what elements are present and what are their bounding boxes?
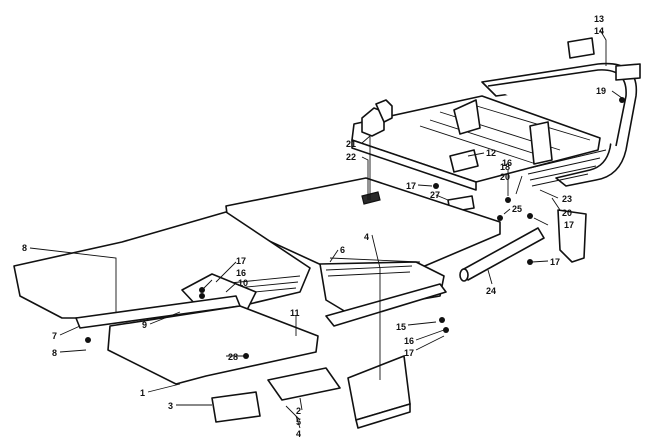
callout-17c: 17 (406, 181, 416, 191)
floor-plate-1 (107, 305, 319, 385)
callout-17e: 17 (564, 220, 574, 230)
callout-27: 27 (430, 190, 440, 200)
decal-13 (567, 37, 595, 59)
callout-19: 19 (596, 86, 606, 96)
rear-tail-panel (351, 95, 601, 191)
callout-12: 12 (486, 148, 496, 158)
callout-8b: 8 (52, 348, 57, 358)
callout-4a: 4 (364, 232, 369, 242)
callout-24: 24 (486, 286, 496, 296)
callout-17a: 17 (236, 256, 246, 266)
callout-14: 14 (594, 26, 604, 36)
callout-9: 9 (142, 320, 147, 330)
callout-25: 25 (512, 204, 522, 214)
callout-10: 10 (238, 278, 248, 288)
callout-8a: 8 (22, 243, 27, 253)
callout-13: 13 (594, 14, 604, 24)
leader-lines (29, 29, 623, 429)
callout-15: 15 (396, 322, 406, 332)
bracket-plate (347, 355, 411, 429)
callout-16c: 16 (502, 158, 512, 168)
plate-2 (267, 367, 341, 401)
callout-17b: 17 (404, 348, 414, 358)
plate-3 (211, 391, 261, 423)
callout-16b: 16 (404, 336, 414, 346)
callout-7: 7 (52, 331, 57, 341)
callout-3: 3 (168, 401, 173, 411)
callout-21: 21 (346, 139, 356, 149)
callout-2: 2 (296, 406, 301, 416)
callout-20a: 20 (500, 172, 510, 182)
callout-1: 1 (140, 388, 145, 398)
callout-28: 28 (228, 352, 238, 362)
tail-brackets (361, 99, 393, 137)
callout-18: 18 (500, 162, 510, 172)
side-rail-lower (325, 283, 447, 327)
callout-labels: 1 2 3 4 4 5 6 7 8 8 9 10 11 12 13 14 15 … (22, 14, 606, 439)
callout-11: 11 (290, 308, 300, 318)
callout-16a: 16 (236, 268, 246, 278)
rear-spring-bracket (557, 209, 587, 263)
hardware-fasteners (85, 97, 625, 359)
shaft-24 (459, 227, 545, 282)
callout-5: 5 (296, 417, 301, 427)
callout-22: 22 (346, 152, 356, 162)
callout-20b: 20 (562, 208, 572, 218)
callout-4b: 4 (296, 429, 301, 439)
callout-17d: 17 (550, 257, 560, 267)
decal-14 (615, 63, 641, 81)
callout-23: 23 (562, 194, 572, 204)
callout-6: 6 (340, 245, 345, 255)
